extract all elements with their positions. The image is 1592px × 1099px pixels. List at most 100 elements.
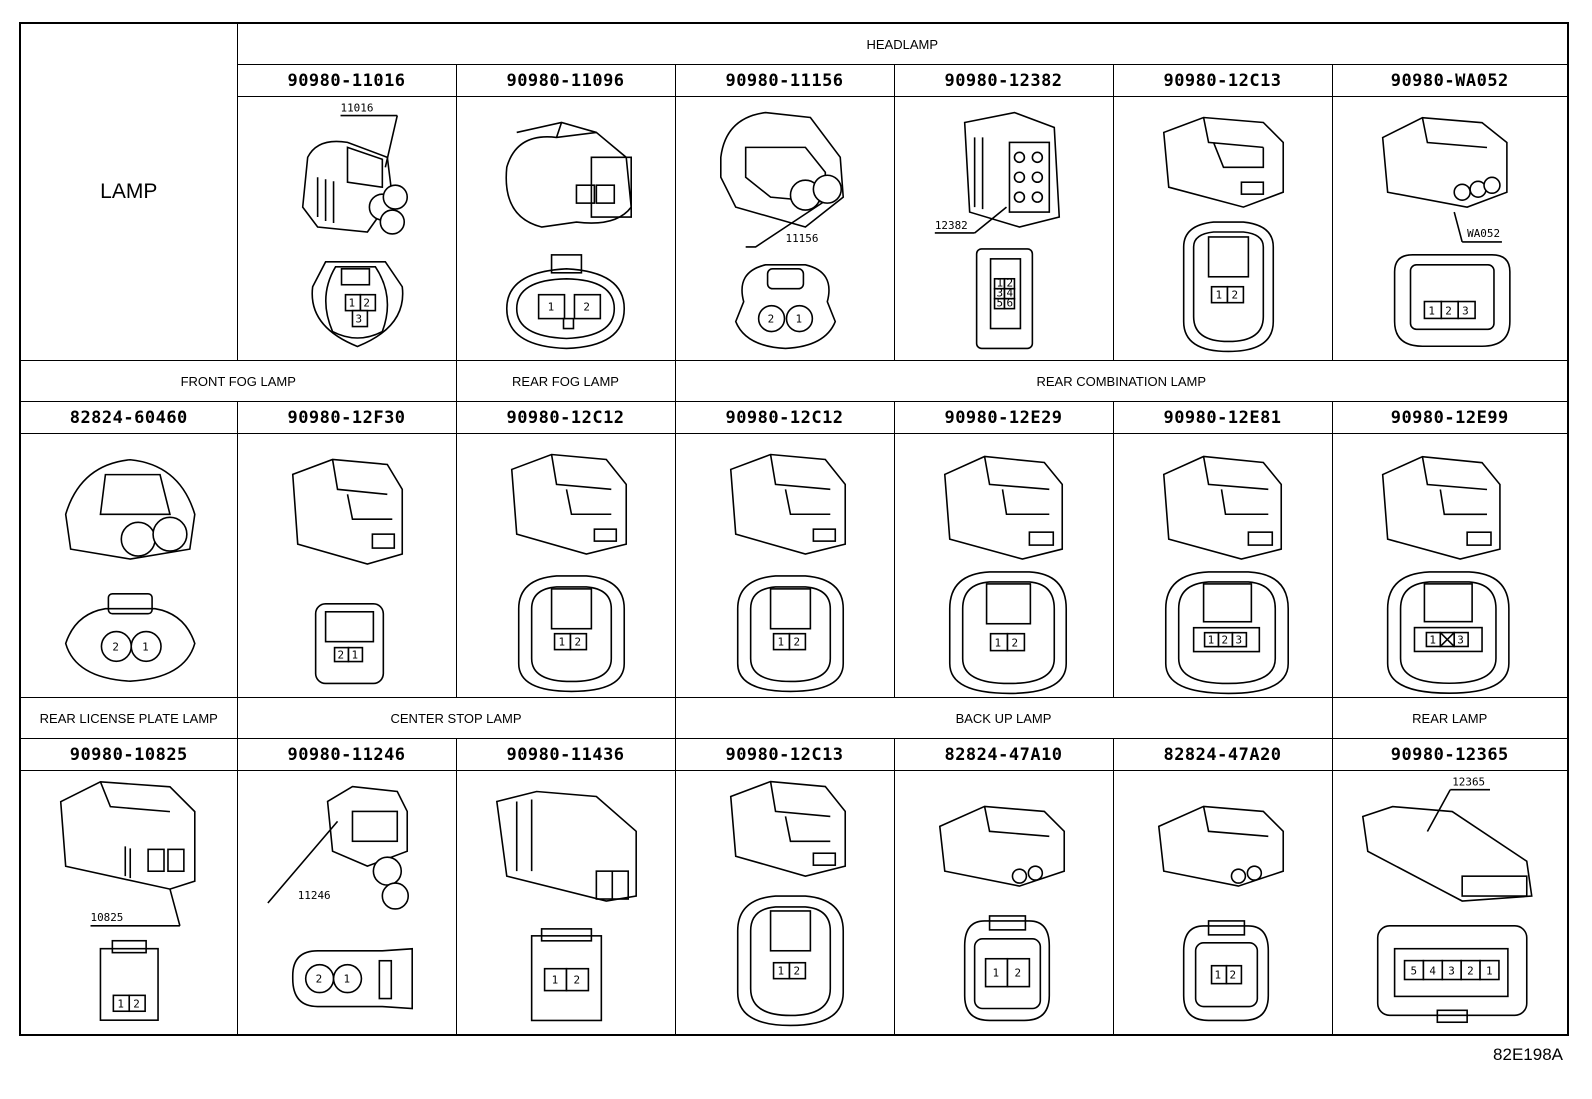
connector-drawing: 1 2	[674, 433, 895, 698]
part-number: 90980-12F30	[236, 401, 457, 434]
pin-label: 1	[142, 640, 149, 653]
connector-drawing: 1 3	[1331, 433, 1569, 698]
part-callout: 12382	[934, 219, 967, 232]
connector-drawing: 2 1	[19, 433, 238, 698]
pin-label: 1	[1215, 289, 1222, 302]
pin-label: 3	[1448, 965, 1455, 978]
part-number: 90980-12E81	[1112, 401, 1333, 434]
pin-label: 1	[996, 277, 1003, 290]
pin-label: 1	[1214, 969, 1221, 982]
pin-label: 2	[363, 297, 370, 310]
pin-label: 3	[1235, 634, 1242, 647]
pin-label: 1	[1428, 304, 1435, 317]
section-rear-fog-lamp: REAR FOG LAMP	[455, 360, 676, 402]
pin-label: 2	[1006, 277, 1013, 290]
part-number: 82824-47A10	[893, 738, 1114, 771]
connector-drawing: 11016 1 2 3	[236, 96, 457, 361]
part-number: 90980-12C13	[674, 738, 895, 771]
connector-drawing: 10825 1 2	[19, 770, 238, 1036]
part-callout: WA052	[1467, 227, 1500, 240]
part-number: 90980-11436	[455, 738, 676, 771]
connector-drawing: 1 2	[455, 770, 676, 1036]
section-rear-lamp: REAR LAMP	[1331, 697, 1569, 739]
pin-label: 1	[1207, 634, 1214, 647]
pin-label: 2	[793, 636, 800, 649]
pin-label: 2	[1445, 304, 1452, 317]
pin-label: 2	[133, 997, 140, 1010]
pin-label: 1	[994, 637, 1001, 650]
pin-label: 1	[992, 967, 999, 980]
section-headlamp: HEADLAMP	[236, 22, 1569, 65]
pin-label: 2	[1221, 634, 1228, 647]
pin-label: 1	[547, 301, 554, 314]
connector-drawing: 11246 2 1	[236, 770, 457, 1036]
part-number: 82824-47A20	[1112, 738, 1333, 771]
part-number: 90980-12365	[1331, 738, 1569, 771]
section-center-stop-lamp: CENTER STOP LAMP	[236, 697, 676, 739]
pin-label: 2	[1229, 969, 1236, 982]
section-front-fog-lamp: FRONT FOG LAMP	[19, 360, 457, 402]
part-callout: 12365	[1452, 776, 1485, 789]
pin-label: 1	[551, 974, 558, 987]
part-number: 90980-11246	[236, 738, 457, 771]
part-number: 82824-60460	[19, 401, 238, 434]
pin-label: 1	[558, 636, 565, 649]
section-rear-license-plate-lamp: REAR LICENSE PLATE LAMP	[19, 697, 238, 739]
pin-label: 6	[1006, 297, 1013, 310]
pin-label: 2	[574, 636, 581, 649]
pin-label: 2	[767, 313, 774, 326]
pin-label: 2	[1011, 637, 1018, 650]
pin-label: 1	[351, 649, 358, 662]
connector-drawing: 1 2	[455, 433, 676, 698]
part-callout: 10825	[91, 911, 124, 924]
pin-label: 1	[1429, 634, 1436, 647]
part-number: 90980-12C13	[1112, 64, 1333, 97]
pin-label: 2	[1014, 967, 1021, 980]
pin-label: 2	[583, 301, 590, 314]
pin-label: 1	[343, 973, 350, 986]
part-number: 90980-12E29	[893, 401, 1114, 434]
part-number: 90980-10825	[19, 738, 238, 771]
part-number: 90980-12382	[893, 64, 1114, 97]
figure-reference: 82E198A	[1493, 1045, 1563, 1064]
connector-drawing: 1 2	[893, 433, 1114, 698]
connector-drawing: 2 1	[236, 433, 457, 698]
part-callout: 11016	[340, 102, 373, 115]
part-callout: 11246	[297, 889, 330, 902]
connector-drawing: 12365 5 4 3 2 1	[1331, 770, 1569, 1036]
part-number: 90980-11096	[455, 64, 676, 97]
pin-label: 3	[1457, 634, 1464, 647]
pin-label: 2	[1231, 289, 1238, 302]
pin-label: 1	[117, 997, 124, 1010]
connector-drawing: 1 2 3	[1112, 433, 1333, 698]
pin-label: 1	[777, 636, 784, 649]
part-number: 90980-WA052	[1331, 64, 1569, 97]
pin-label: 5	[1410, 965, 1417, 978]
section-rear-combination-lamp: REAR COMBINATION LAMP	[674, 360, 1569, 402]
pin-label: 3	[355, 313, 362, 326]
connector-drawing: 1 2	[1112, 770, 1333, 1036]
connector-drawing: 12382 1 2 3 4 5 6	[893, 96, 1114, 361]
part-callout: 11156	[785, 232, 818, 245]
connector-drawing: 1 2	[893, 770, 1114, 1036]
pin-label: 4	[1006, 287, 1013, 300]
pin-label: 1	[795, 313, 802, 326]
pin-label: 3	[996, 287, 1003, 300]
pin-label: 5	[996, 297, 1003, 310]
lamp-category-label: LAMP	[19, 22, 238, 361]
pin-label: 2	[337, 649, 344, 662]
part-number: 90980-12E99	[1331, 401, 1569, 434]
part-number: 90980-12C12	[674, 401, 895, 434]
pin-label: 1	[777, 965, 784, 978]
pin-label: 2	[1467, 965, 1474, 978]
part-number: 90980-11156	[674, 64, 895, 97]
pin-label: 4	[1429, 965, 1436, 978]
pin-label: 2	[573, 974, 580, 987]
connector-table: LAMP HEADLAMP 90980-11016 90980-11096 90…	[19, 22, 1569, 1036]
pin-label: 2	[315, 973, 322, 986]
connector-drawing: 1 2	[455, 96, 676, 361]
part-number: 90980-12C12	[455, 401, 676, 434]
connector-drawing: WA052 1 2 3	[1331, 96, 1569, 361]
pin-label: 1	[1486, 965, 1493, 978]
pin-label: 3	[1462, 304, 1469, 317]
